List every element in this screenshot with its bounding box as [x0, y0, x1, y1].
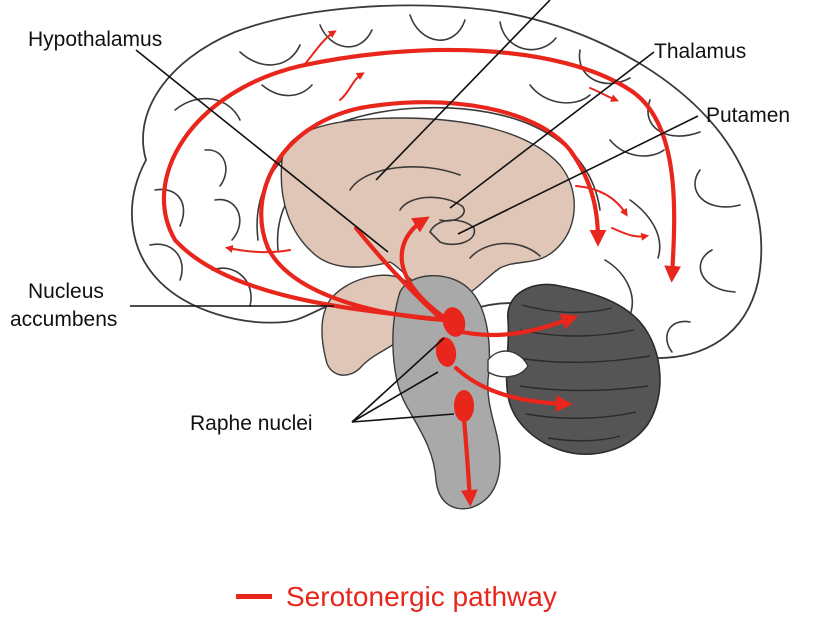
- raphe-nucleus-middle: [435, 337, 457, 367]
- pathway-upper-cerebellum: [449, 313, 579, 338]
- leader-raphe-lower: [351, 413, 455, 423]
- pathway-to-hypothalamus: [353, 225, 443, 321]
- leader-top: [375, 0, 551, 181]
- label-raphe-nuclei: Raphe nuclei: [190, 412, 313, 435]
- leader-thalamus: [449, 51, 655, 209]
- raphe-nuclei: [435, 307, 474, 422]
- leader-lines: [130, 0, 699, 423]
- pathway-lower-cerebellum: [453, 365, 573, 413]
- label-putamen: Putamen: [706, 104, 790, 127]
- legend-label: Serotonergic pathway: [286, 581, 557, 612]
- raphe-nucleus-lower: [454, 390, 474, 422]
- deep-structures: [280, 117, 575, 301]
- cerebellum-folia: [517, 304, 651, 442]
- label-thalamus: Thalamus: [654, 40, 746, 63]
- leader-raphe-middle: [351, 371, 439, 423]
- leader-raphe-upper: [351, 337, 445, 423]
- pathway-inner-arc: [259, 100, 607, 323]
- pathway-branches: [224, 30, 650, 254]
- label-nucleus-accumbens-line1: Nucleus: [28, 280, 104, 303]
- leader-hypothalamus: [135, 49, 389, 253]
- label-hypothalamus: Hypothalamus: [28, 28, 162, 51]
- pathway-outer-arc: [161, 47, 681, 323]
- raphe-nucleus-upper: [442, 307, 466, 337]
- deep-contours: [349, 166, 541, 259]
- legend-swatch: [236, 594, 272, 599]
- label-nucleus-accumbens-line2: accumbens: [10, 308, 117, 331]
- serotonergic-pathways: [161, 47, 681, 507]
- legend: Serotonergic pathway: [236, 581, 557, 612]
- fourth-ventricle: [487, 350, 529, 378]
- leader-putamen: [457, 115, 699, 235]
